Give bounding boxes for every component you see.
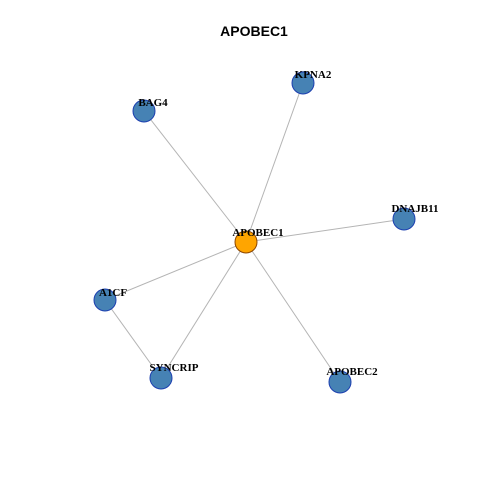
- edge-apobec1-dnajb11: [245, 218, 405, 243]
- node-label-bag4: BAG4: [138, 97, 168, 109]
- node-dnajb11: [392, 207, 416, 231]
- node-kpna2: [291, 71, 315, 95]
- edge-apobec1-bag4: [143, 110, 247, 243]
- node-bag4: [132, 99, 156, 123]
- node-label-kpna2: KPNA2: [295, 69, 332, 81]
- node-apobec1: [234, 230, 258, 254]
- node-a1cf: [93, 288, 117, 312]
- edge-a1cf-syncrip: [104, 299, 162, 379]
- node-label-syncrip: SYNCRIP: [150, 362, 199, 374]
- node-syncrip: [149, 366, 173, 390]
- node-label-apobec1: APOBEC1: [232, 227, 283, 239]
- nodes-layer: [93, 71, 416, 394]
- graph-title: APOBEC1: [220, 23, 288, 39]
- node-label-a1cf: A1CF: [99, 287, 127, 299]
- node-label-apobec2: APOBEC2: [326, 366, 378, 378]
- edges-layer: [104, 82, 405, 383]
- edge-apobec1-syncrip: [160, 241, 247, 379]
- edge-apobec1-kpna2: [245, 82, 304, 243]
- node-apobec2: [328, 370, 352, 394]
- node-label-dnajb11: DNAJB11: [391, 203, 438, 215]
- edge-apobec1-apobec2: [245, 241, 341, 383]
- edge-apobec1-a1cf: [104, 241, 247, 301]
